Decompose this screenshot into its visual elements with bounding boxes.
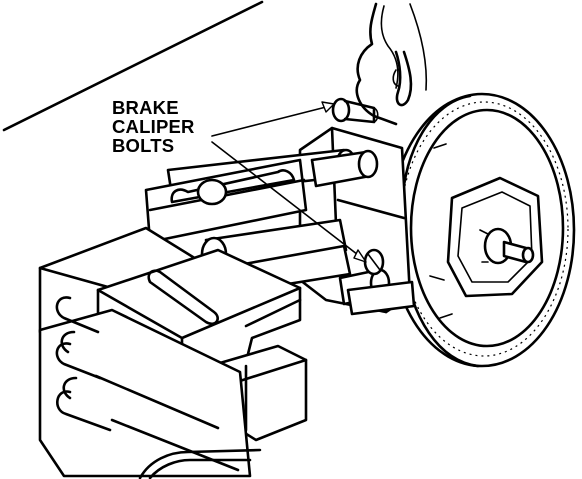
rotor-marks xyxy=(429,143,453,319)
callout-line-2: CALIPER xyxy=(112,116,195,137)
callout-line-1: BRAKE xyxy=(112,97,179,118)
service-fixture xyxy=(38,158,352,479)
callout-line-3: BOLTS xyxy=(112,135,175,156)
arrowhead-lower xyxy=(353,249,367,263)
lower-caliper-bolt xyxy=(363,248,385,276)
brake-caliper-bolts-label: BRAKE CALIPER BOLTS xyxy=(112,98,242,155)
fender-edge-line xyxy=(2,0,264,132)
leader-line-upper xyxy=(211,105,331,137)
arrowhead-upper xyxy=(321,101,335,113)
upper-caliper-bolt xyxy=(331,97,379,124)
callout-leader-lines xyxy=(211,101,367,263)
leader-line-lower xyxy=(211,141,363,259)
wheel-hub xyxy=(446,176,544,298)
steering-knuckle xyxy=(355,2,428,126)
